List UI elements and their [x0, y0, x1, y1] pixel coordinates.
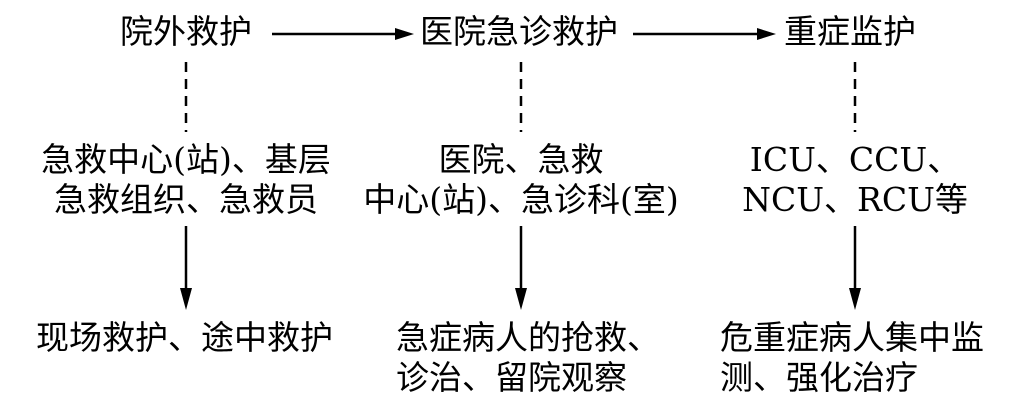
resources-emergency-line1: 医院、急救 [438, 140, 604, 179]
arrow-emergency-to-icu [633, 28, 776, 40]
resources-prehospital-line2: 急救组织、急救员 [54, 180, 318, 219]
tasks-icu: 危重症病人集中监 测、强化治疗 [720, 318, 984, 398]
resources-icu-line2: NCU、RCU等 [742, 180, 968, 219]
resources-prehospital: 急救中心(站)、基层 急救组织、急救员 [36, 140, 336, 220]
tasks-prehospital-line1: 现场救护、途中救护 [36, 318, 333, 357]
resources-icu-line1: ICU、CCU、 [749, 140, 961, 179]
tasks-icu-line1: 危重症病人集中监 [720, 318, 984, 357]
resources-emergency-line2: 中心(站)、急诊科(室) [363, 180, 679, 219]
tasks-emergency-line2: 诊治、留院观察 [396, 358, 627, 397]
tasks-prehospital: 现场救护、途中救护 [36, 318, 333, 358]
tasks-emergency-line1: 急症病人的抢救、 [396, 318, 660, 357]
resources-prehospital-line1: 急救中心(站)、基层 [41, 140, 331, 179]
resources-icu: ICU、CCU、 NCU、RCU等 [725, 140, 985, 220]
arrow-prehospital-to-emergency [272, 28, 414, 40]
tasks-emergency: 急症病人的抢救、 诊治、留院观察 [396, 318, 660, 398]
down-arrow-col2 [515, 226, 527, 310]
tasks-icu-line2: 测、强化治疗 [720, 358, 918, 397]
down-arrow-col3 [849, 226, 861, 310]
stage-title-emergency: 医院急诊救护 [420, 12, 618, 51]
stage-title-prehospital: 院外救护 [120, 12, 252, 51]
down-arrow-col1 [180, 226, 192, 310]
resources-emergency: 医院、急救 中心(站)、急诊科(室) [351, 140, 691, 220]
stage-title-icu: 重症监护 [784, 12, 916, 51]
